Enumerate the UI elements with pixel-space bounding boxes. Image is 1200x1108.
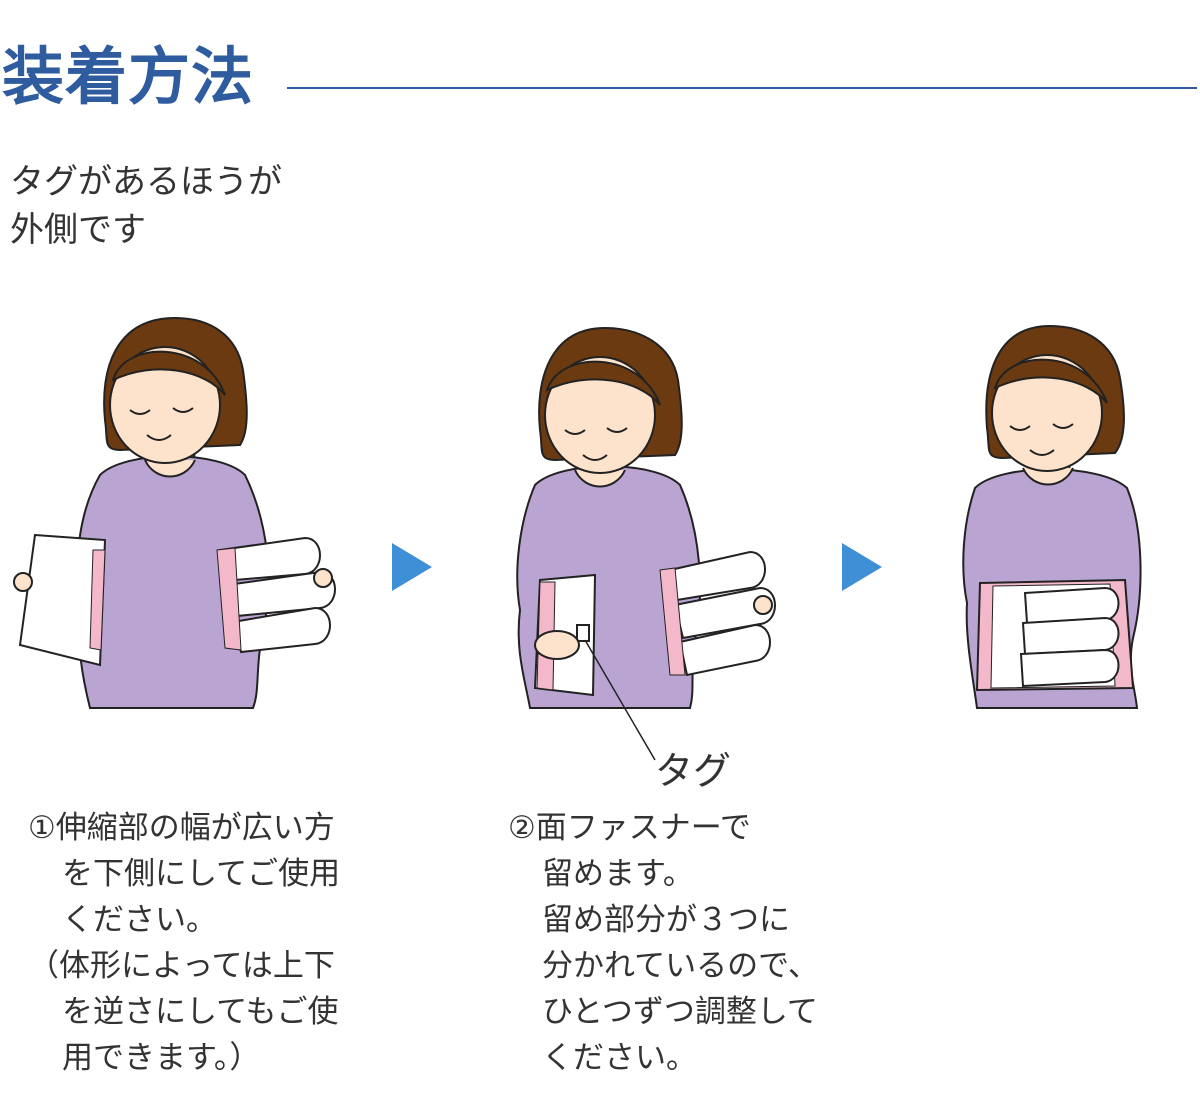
figure-step-1 [13,316,336,709]
step-1-line: ①伸縮部の幅が広い方 [28,810,335,846]
step-2-line: 留めます。 [542,856,694,892]
step-1-line: ください。 [62,902,217,938]
intro-text: タグがあるほうが 外側です [10,158,282,254]
step-2-text: ②面ファスナーで 留めます。 留め部分が３つに 分かれているので、 ひとつずつ調… [508,805,819,1081]
page-title: 装着方法 [2,40,255,113]
intro-line-2: 外側です [10,210,146,250]
step-2-line: ②面ファスナーで [508,810,751,846]
figure-step-3 [962,324,1142,709]
arrow-right-icon [842,543,882,591]
step-1-line: （体形によっては上下 [28,948,335,984]
step-1-line: 用できます。） [62,1040,261,1076]
figure-step-2 [516,326,776,761]
step-2-line: ひとつずつ調整して [542,994,818,1030]
step-2-line: 分かれているので、 [542,948,819,984]
step-1-line: を逆さにしてもご使 [62,994,339,1030]
step-1-text: ①伸縮部の幅が広い方 を下側にしてご使用 ください。 （体形によっては上下 を逆… [28,805,340,1081]
step-2-line: 留め部分が３つに [542,902,790,938]
step-2-line: ください。 [542,1040,697,1076]
intro-line-1: タグがあるほうが [10,162,282,202]
tag-label: タグ [655,749,732,793]
title-rule [287,87,1197,89]
step-1-line: を下側にしてご使用 [62,856,341,892]
arrow-right-icon [392,543,432,591]
